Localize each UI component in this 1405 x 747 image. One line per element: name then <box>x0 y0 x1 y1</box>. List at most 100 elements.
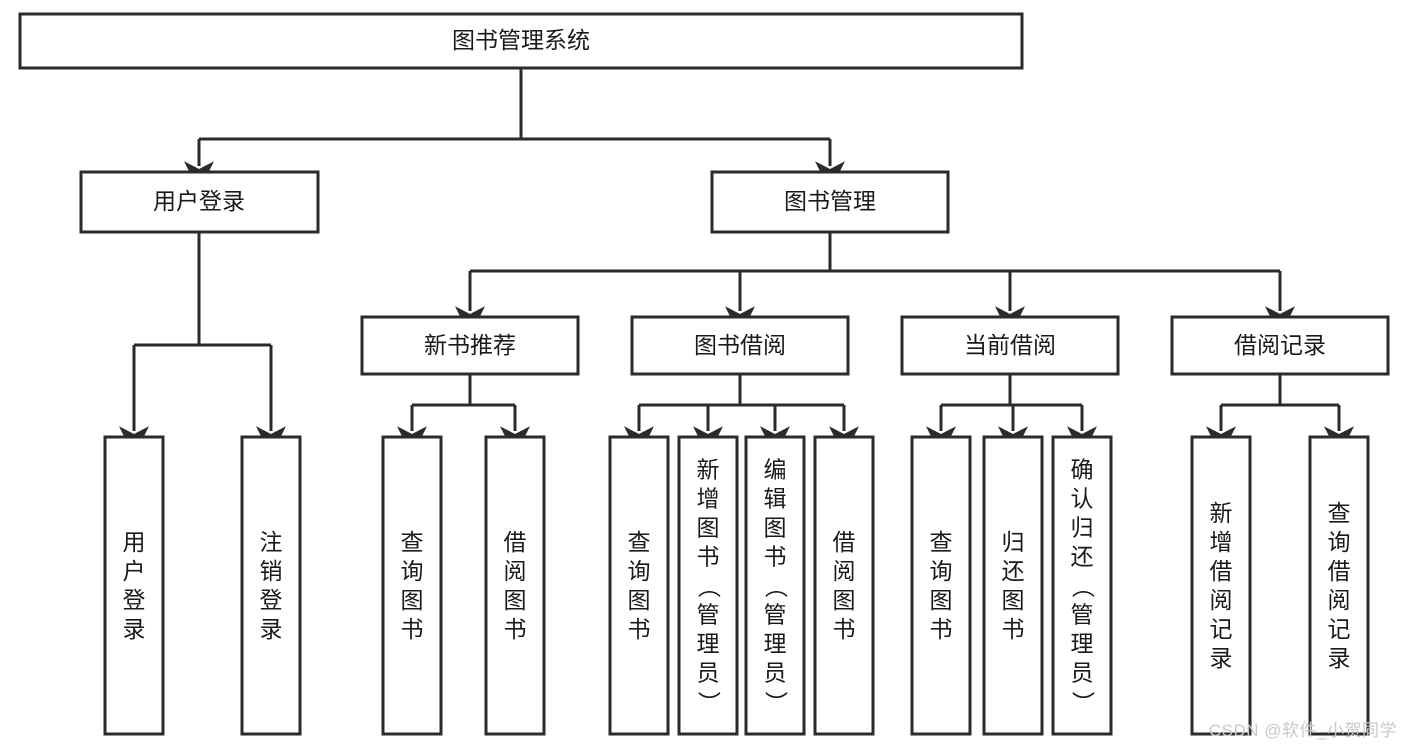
leaf-node[interactable] <box>608 435 670 736</box>
leaf-label-char: 询 <box>628 558 651 584</box>
leaf-node[interactable] <box>381 435 443 736</box>
leaf-label-char: 记 <box>1328 616 1351 642</box>
node-book-borrow-box[interactable] <box>630 315 850 376</box>
leaf-label-char: 录 <box>1328 645 1351 671</box>
leaf-label-char: 借 <box>504 529 527 555</box>
node-new-book-recommend[interactable]: 新书推荐 <box>360 315 580 376</box>
leaf-label-char: 图 <box>1002 587 1025 613</box>
leaf-label-char: 销 <box>260 558 283 584</box>
leaf-label-char: 员 <box>1071 660 1094 686</box>
leaf-label-char: 用 <box>123 529 146 555</box>
leaf-label-char: 员 <box>764 660 787 686</box>
leaf-label-char: 借 <box>833 529 856 555</box>
leaf-label-char: 图 <box>697 515 720 541</box>
leaf-label-char: 书 <box>1002 616 1025 642</box>
leaf-box[interactable] <box>103 435 165 736</box>
leaf-label-char: 询 <box>1328 529 1351 555</box>
leaf-label-char: 增 <box>1210 529 1233 555</box>
leaf-node[interactable] <box>1190 435 1252 736</box>
leaf-node[interactable] <box>240 435 302 736</box>
leaf-node[interactable] <box>982 435 1044 736</box>
leaf-label-char: 书 <box>628 616 651 642</box>
leaf-label-char: 管 <box>764 602 787 628</box>
node-new-book-recommend-box[interactable] <box>360 315 580 376</box>
leaf-box[interactable] <box>744 435 806 736</box>
leaf-label-char: 阅 <box>833 558 856 584</box>
leaf-label-char: 录 <box>1210 645 1233 671</box>
leaf-label-char: 借 <box>1328 558 1351 584</box>
leaf-label-char: 书 <box>833 616 856 642</box>
leaf-label-char: 理 <box>1071 631 1094 657</box>
leaf-label-char: 记 <box>1210 616 1233 642</box>
node-current-borrow-label: 当前借阅 <box>964 332 1056 358</box>
node-current-borrow-box[interactable] <box>900 315 1120 376</box>
leaf-label-char: 增 <box>697 486 720 512</box>
leaf-node[interactable] <box>103 435 165 736</box>
leaf-box[interactable] <box>240 435 302 736</box>
leaf-label: 用户登录 <box>123 529 146 642</box>
leaf-box[interactable] <box>1308 435 1370 736</box>
leaf-label-char: ） <box>696 691 722 714</box>
leaf-node[interactable] <box>484 435 546 736</box>
leaf-label-char: 书 <box>401 616 424 642</box>
nodes-level-2: 新书推荐 图书借阅 当前借阅 借阅记录 <box>360 315 1390 376</box>
node-user-login[interactable]: 用户登录 <box>79 170 320 234</box>
node-user-login-box[interactable] <box>79 170 320 234</box>
node-book-borrow[interactable]: 图书借阅 <box>630 315 850 376</box>
leaf-label-char: 图 <box>833 587 856 613</box>
leaf-label-char: 阅 <box>504 558 527 584</box>
leaf-label-char: 询 <box>401 558 424 584</box>
leaf-label-char: 还 <box>1002 558 1025 584</box>
leaf-node[interactable] <box>1051 435 1113 736</box>
leaf-label-char: 查 <box>930 529 953 555</box>
nodes-level-1: 用户登录 图书管理 <box>79 170 950 234</box>
leaf-node[interactable] <box>677 435 739 736</box>
leaf-label-char: 户 <box>123 558 146 584</box>
leaf-label-char: 图 <box>930 587 953 613</box>
node-current-borrow[interactable]: 当前借阅 <box>900 315 1120 376</box>
leaf-label-char: 借 <box>1210 558 1233 584</box>
leaf-box[interactable] <box>381 435 443 736</box>
leaf-node[interactable] <box>910 435 972 736</box>
leaf-label-char: 员 <box>697 660 720 686</box>
leaf-label-char: 确 <box>1071 457 1094 483</box>
leaf-node[interactable] <box>813 435 875 736</box>
leaf-label-char: 查 <box>401 529 424 555</box>
leaf-box[interactable] <box>484 435 546 736</box>
node-root-label: 图书管理系统 <box>452 27 590 53</box>
leaf-box[interactable] <box>1190 435 1252 736</box>
node-borrow-records-box[interactable] <box>1170 315 1390 376</box>
leaf-label-char: 编 <box>764 457 787 483</box>
leaf-box[interactable] <box>813 435 875 736</box>
leaf-label-char: 图 <box>628 587 651 613</box>
leaf-label-char: 查 <box>1328 500 1351 526</box>
leaf-node[interactable] <box>1308 435 1370 736</box>
leaf-box[interactable] <box>982 435 1044 736</box>
node-book-management-box[interactable] <box>710 170 950 234</box>
connector-lines <box>119 68 1354 457</box>
leaf-box[interactable] <box>1051 435 1113 736</box>
leaf-box[interactable] <box>608 435 670 736</box>
leaf-box[interactable] <box>677 435 739 736</box>
leaf-label-char: 理 <box>697 631 720 657</box>
leaf-label-char: 登 <box>123 587 146 613</box>
leaf-node[interactable] <box>744 435 806 736</box>
node-book-management[interactable]: 图书管理 <box>710 170 950 234</box>
leaf-box[interactable] <box>910 435 972 736</box>
leaf-label-char: 查 <box>628 529 651 555</box>
leaf-label-char: 管 <box>697 602 720 628</box>
node-root-box[interactable] <box>18 12 1024 70</box>
node-root[interactable]: 图书管理系统 <box>18 12 1024 70</box>
node-borrow-records[interactable]: 借阅记录 <box>1170 315 1390 376</box>
leaf-label-char: 还 <box>1071 544 1094 570</box>
node-borrow-records-label: 借阅记录 <box>1234 332 1326 358</box>
